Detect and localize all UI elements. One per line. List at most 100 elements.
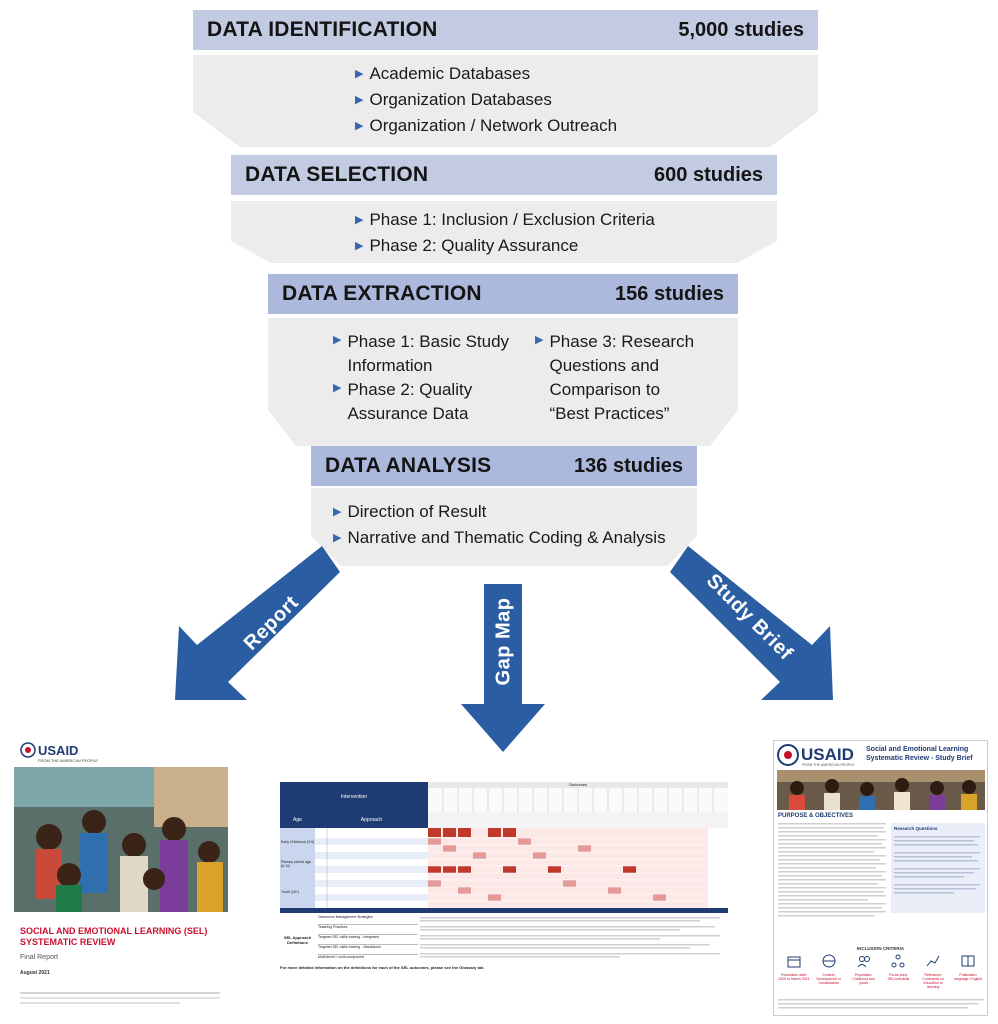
- gap-map-approach-header: Approach: [315, 812, 428, 828]
- list-item: Population: Childhood and youth: [848, 954, 880, 989]
- gap-map-total-row: [280, 908, 728, 913]
- stage-2-header: DATA SELECTION 600 studies: [231, 155, 777, 195]
- brief-body-text-lines: [778, 823, 886, 917]
- report-footer-line: [20, 997, 220, 999]
- network-icon: [891, 954, 905, 968]
- list-item: ▶Organization / Network Outreach: [355, 114, 617, 140]
- gap-map-definition-text-lines: [420, 917, 720, 958]
- list-item: ▶Phase 1: Inclusion / Exclusion Criteria: [355, 208, 655, 234]
- report-title: SOCIAL AND EMOTIONAL LEARNING (SEL) SYST…: [20, 926, 208, 947]
- triangle-bullet-icon: ▶: [355, 120, 364, 132]
- gap-map-age-row: Early Childhood (3-5): [281, 840, 315, 844]
- list-item: Publication date: 2000 to March 2021: [778, 954, 810, 989]
- report-footer-line: [20, 992, 220, 994]
- book-icon: [961, 955, 975, 967]
- stage-4-header: DATA ANALYSIS 136 studies: [311, 446, 697, 486]
- gap-map-approach-rows: [315, 828, 428, 908]
- brief-section-title: PURPOSE & OBJECTIVES: [778, 813, 854, 819]
- list-item: ▶Narrative and Thematic Coding & Analysi…: [333, 526, 666, 552]
- triangle-bullet-icon: ▶: [355, 214, 364, 226]
- list-item: ▶Phase 3: Research Questions and Compari…: [535, 330, 695, 426]
- list-item: ▶Organization Databases: [355, 88, 617, 114]
- chart-icon: [926, 955, 940, 967]
- stage-4-count: 136 studies: [574, 454, 683, 477]
- gap-map-definitions-list: Classroom Management Strategies Teaching…: [318, 915, 418, 964]
- gap-map-age-column: [280, 828, 315, 908]
- triangle-bullet-icon: ▶: [333, 532, 342, 544]
- brief-footer-lines: [778, 999, 984, 1009]
- stage-1-count: 5,000 studies: [678, 18, 804, 41]
- list-item: Targeted SEL skills training - Integrate…: [318, 935, 418, 945]
- stage-1-title: DATA IDENTIFICATION: [207, 18, 438, 41]
- gap-map-outcomes-header: Outcomes: [428, 782, 728, 788]
- report-subtitle: Final Report: [20, 954, 59, 961]
- stage-3-body: [268, 318, 738, 446]
- stage-4-body: [311, 488, 697, 566]
- stage-2-body: [231, 201, 777, 263]
- stage-1-body: [193, 55, 818, 147]
- gap-map-age-header: Age: [280, 812, 315, 828]
- gap-map-heat-cells: [428, 828, 708, 908]
- gap-map-column-headers: [428, 788, 728, 812]
- stage-3-count: 156 studies: [615, 282, 724, 305]
- brief-criteria-list: Publication date: 2000 to March 2021 Con…: [778, 954, 984, 989]
- people-icon: [857, 956, 870, 968]
- list-item: Publication language: English: [952, 954, 984, 989]
- list-item: Targeted SEL skills training - Standalon…: [318, 945, 418, 955]
- calendar-icon: [787, 956, 801, 968]
- list-item: ▶Academic Databases: [355, 62, 617, 88]
- stage-4-title: DATA ANALYSIS: [325, 454, 492, 477]
- triangle-bullet-icon: ▶: [333, 382, 342, 394]
- gap-map-document: Intervention Outcomes Age Approach Early…: [280, 782, 728, 972]
- list-item: ▶Phase 2: Quality Assurance: [355, 234, 655, 260]
- stage-1-header: DATA IDENTIFICATION 5,000 studies: [193, 10, 818, 50]
- triangle-bullet-icon: ▶: [333, 506, 342, 518]
- brief-title: Social and Emotional Learning Systematic…: [866, 746, 973, 762]
- stage-3-title: DATA EXTRACTION: [282, 282, 482, 305]
- triangle-bullet-icon: ▶: [535, 334, 544, 346]
- stage-3-header: DATA EXTRACTION 156 studies: [268, 274, 738, 314]
- globe-icon: [822, 954, 836, 968]
- gap-map-definitions-label: SEL Approach Definitions: [283, 935, 312, 945]
- report-cover-photo: [14, 767, 228, 912]
- report-date: August 2021: [20, 970, 50, 976]
- gap-map-intervention-header: Intervention: [280, 782, 428, 812]
- list-item: Multi-tiered / multi-component: [318, 955, 365, 959]
- report-arrow: [175, 546, 340, 700]
- study-brief-arrow: [670, 546, 833, 700]
- brief-questions-lines: [894, 836, 980, 894]
- gap-map-totals-column: [708, 828, 728, 908]
- stage-3-list-right: ▶Phase 3: Research Questions and Compari…: [535, 330, 695, 426]
- stage-4-list: ▶Direction of Result ▶Narrative and Them…: [333, 500, 666, 552]
- stage-2-list: ▶Phase 1: Inclusion / Exclusion Criteria…: [355, 208, 655, 260]
- stage-2-title: DATA SELECTION: [245, 163, 429, 186]
- triangle-bullet-icon: ▶: [355, 68, 364, 80]
- report-document: USAID FROM THE AMERICAN PEOPLE SOCIAL AN…: [10, 740, 232, 1015]
- list-item: ▶Phase 1: Basic Study Information: [333, 330, 521, 378]
- list-item: ▶Direction of Result: [333, 500, 666, 526]
- report-logo: USAID: [20, 742, 78, 758]
- list-item: Classroom Management Strategies: [318, 915, 418, 925]
- brief-logo: USAID: [777, 744, 854, 766]
- report-footer-line: [20, 1002, 180, 1004]
- gap-map-arrow: [461, 584, 545, 752]
- gap-map-age-row: Youth (15+): [281, 890, 300, 894]
- gap-map-subheader: [428, 812, 728, 828]
- triangle-bullet-icon: ▶: [355, 240, 364, 252]
- triangle-bullet-icon: ▶: [333, 334, 342, 346]
- brief-research-questions-box: Research Questions: [891, 823, 985, 913]
- brief-cover-photo: [777, 770, 985, 810]
- list-item: Teaching Practices: [318, 925, 418, 935]
- gap-map-arrow-label: Gap Map: [492, 597, 515, 686]
- list-item: Relevance: Comments on education or lear…: [917, 954, 949, 989]
- usaid-seal-icon: [777, 744, 799, 766]
- list-item: Context: Development or humanitarian: [813, 954, 845, 989]
- brief-criteria-title: INCLUSION CRITERIA: [856, 946, 905, 951]
- triangle-bullet-icon: ▶: [355, 94, 364, 106]
- stage-1-list: ▶Academic Databases ▶Organization Databa…: [355, 62, 617, 140]
- usaid-seal-icon: [20, 742, 36, 758]
- gap-map-age-row: Primary school age (6-11): [281, 860, 311, 868]
- gap-map-footer: For more detailed information on the def…: [280, 965, 484, 970]
- study-brief-document: USAID FROM THE AMERICAN PEOPLE Social an…: [773, 740, 988, 1016]
